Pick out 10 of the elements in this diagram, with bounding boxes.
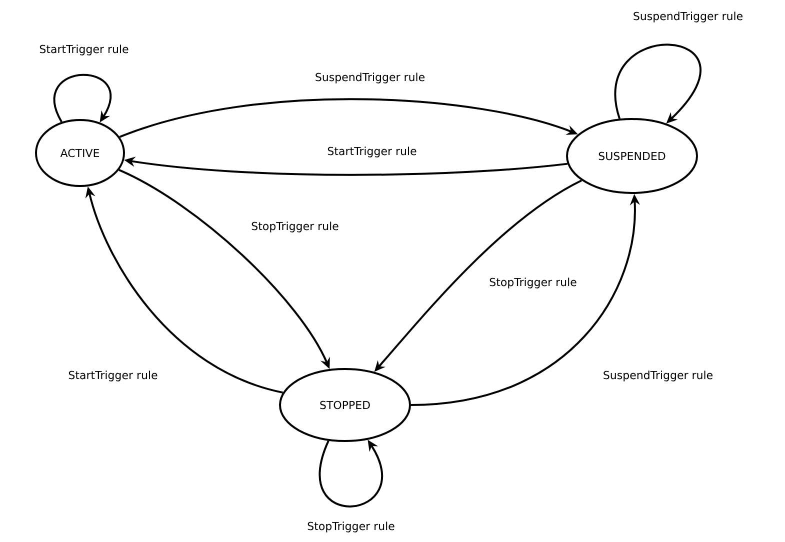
- edge-label: SuspendTrigger rule: [316, 72, 424, 84]
- edge-label: SuspendTrigger rule: [604, 370, 712, 382]
- edge-label: StopTrigger rule: [308, 522, 394, 532]
- edge-label: StartTrigger rule: [40, 44, 128, 56]
- edge-label: SuspendTrigger rule: [634, 12, 742, 22]
- edge-label: StopTrigger rule: [490, 278, 576, 288]
- arrow: [54, 74, 112, 122]
- edge-label: StartTrigger rule: [328, 146, 416, 158]
- edge-label: StopTrigger rule: [252, 222, 338, 232]
- edge-label: StartTrigger rule: [68, 370, 158, 382]
